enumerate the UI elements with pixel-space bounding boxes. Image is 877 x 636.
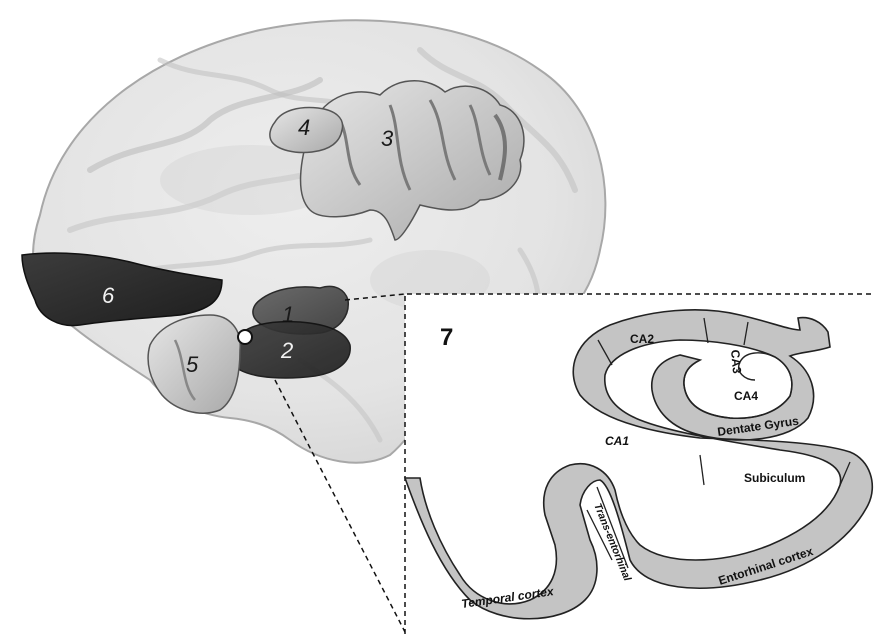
ca4-label: CA4 [734,389,758,403]
region-3-label: 3 [381,126,394,151]
region-5: 5 [148,315,240,413]
ca3-label: CA3 [728,349,744,374]
region-5-label: 5 [186,352,199,377]
hippocampus-inset: 7 CA2 CA3 CA4 Dentate Gyrus CA1 Subiculu… [405,294,875,634]
region-4-label: 4 [298,115,310,140]
inset-label: 7 [440,324,453,351]
region-6-label: 6 [102,283,115,308]
subiculum-label: Subiculum [744,471,805,485]
region-2: 2 [232,322,350,378]
ca1-label: CA1 [605,434,629,448]
hippocampus-marker [238,330,252,344]
ca2-label: CA2 [630,332,654,346]
region-2-label: 2 [280,338,293,363]
